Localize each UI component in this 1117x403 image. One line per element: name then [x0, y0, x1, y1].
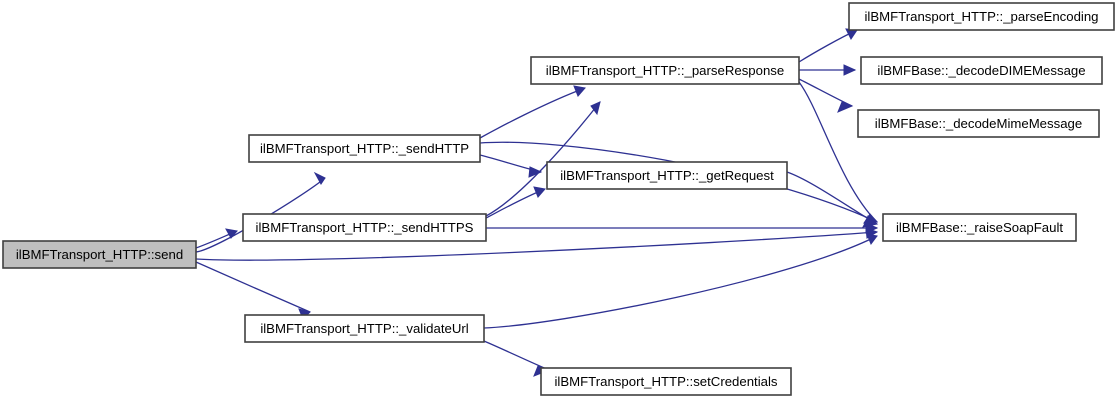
node-label-setCredentials: ilBMFTransport_HTTP::setCredentials [554, 374, 777, 389]
graph-node-parseResponse[interactable]: ilBMFTransport_HTTP::_parseResponse [530, 56, 800, 85]
node-box-validateUrl[interactable] [244, 314, 485, 343]
node-label-send: ilBMFTransport_HTTP::send [16, 247, 183, 262]
node-box-send[interactable] [2, 240, 197, 269]
edge-parseResponse-to-decodeMime [798, 78, 854, 113]
edge-sendHTTPS-to-parseResponse [485, 101, 601, 217]
node-label-getRequest: ilBMFTransport_HTTP::_getRequest [560, 168, 774, 183]
node-label-sendHTTPS: ilBMFTransport_HTTP::_sendHTTPS [256, 220, 474, 235]
edge-parseResponse-to-parseEncoding [798, 28, 858, 63]
node-label-raiseSoapFault: ilBMFBase::_raiseSoapFault [896, 220, 1063, 235]
edge-sendHTTPS-to-getRequest [485, 186, 546, 219]
edge-send-to-validateUrl [195, 261, 311, 320]
edge-parseResponse-to-raiseSoapFault [798, 81, 879, 224]
graph-node-raiseSoapFault[interactable]: ilBMFBase::_raiseSoapFault [882, 213, 1077, 242]
graph-node-parseEncoding[interactable]: ilBMFTransport_HTTP::_parseEncoding [848, 2, 1115, 31]
node-box-sendHTTP[interactable] [248, 134, 481, 163]
edge-arrowhead [528, 166, 543, 178]
node-label-parseEncoding: ilBMFTransport_HTTP::_parseEncoding [864, 9, 1098, 24]
node-label-decodeMime: ilBMFBase::_decodeMimeMessage [875, 116, 1082, 131]
nodes-layer: ilBMFTransport_HTTP::sendilBMFTransport_… [2, 2, 1115, 396]
edge-sendHTTPS-to-raiseSoapFault [486, 222, 879, 234]
node-label-sendHTTP: ilBMFTransport_HTTP::_sendHTTP [260, 141, 469, 156]
graph-node-decodeDIME[interactable]: ilBMFBase::_decodeDIMEMessage [860, 56, 1103, 85]
edge-arrowhead [866, 233, 878, 246]
node-box-setCredentials[interactable] [540, 367, 792, 396]
node-box-parseEncoding[interactable] [848, 2, 1115, 31]
graph-node-decodeMime[interactable]: ilBMFBase::_decodeMimeMessage [857, 109, 1100, 138]
edges-layer [195, 28, 879, 377]
edge-arrowhead [590, 101, 601, 116]
node-box-parseResponse[interactable] [530, 56, 800, 85]
edge-parseResponse-to-decodeDIME [799, 64, 857, 76]
edge-arrowhead [533, 186, 546, 198]
graph-node-send[interactable]: ilBMFTransport_HTTP::send [2, 240, 197, 269]
node-box-decodeDIME[interactable] [860, 56, 1103, 85]
graph-node-setCredentials[interactable]: ilBMFTransport_HTTP::setCredentials [540, 367, 792, 396]
node-label-validateUrl: ilBMFTransport_HTTP::_validateUrl [260, 321, 468, 336]
edge-send-to-sendHTTPS [195, 228, 238, 249]
graph-node-sendHTTP[interactable]: ilBMFTransport_HTTP::_sendHTTP [248, 134, 481, 163]
edge-arrowhead [862, 217, 879, 228]
node-box-sendHTTPS[interactable] [242, 213, 487, 242]
edge-getRequest-to-raiseSoapFault [786, 171, 879, 228]
edge-arrowhead [225, 228, 238, 239]
node-box-getRequest[interactable] [546, 161, 788, 190]
node-box-raiseSoapFault[interactable] [882, 213, 1077, 242]
edge-arrowhead [313, 171, 326, 185]
edge-validateUrl-to-raiseSoapFault [483, 233, 878, 329]
node-box-decodeMime[interactable] [857, 109, 1100, 138]
node-label-decodeDIME: ilBMFBase::_decodeDIMEMessage [877, 63, 1085, 78]
node-label-parseResponse: ilBMFTransport_HTTP::_parseResponse [546, 63, 784, 78]
graph-node-getRequest[interactable]: ilBMFTransport_HTTP::_getRequest [546, 161, 788, 190]
graph-node-sendHTTPS[interactable]: ilBMFTransport_HTTP::_sendHTTPS [242, 213, 487, 242]
edge-arrowhead [573, 85, 586, 97]
edge-arrowhead [843, 64, 857, 76]
graph-node-validateUrl[interactable]: ilBMFTransport_HTTP::_validateUrl [244, 314, 485, 343]
edge-arrowhead [837, 101, 854, 113]
edge-sendHTTP-to-parseResponse [479, 85, 586, 139]
edge-validateUrl-to-setCredentials [483, 340, 551, 377]
edge-sendHTTP-to-getRequest [479, 154, 543, 178]
